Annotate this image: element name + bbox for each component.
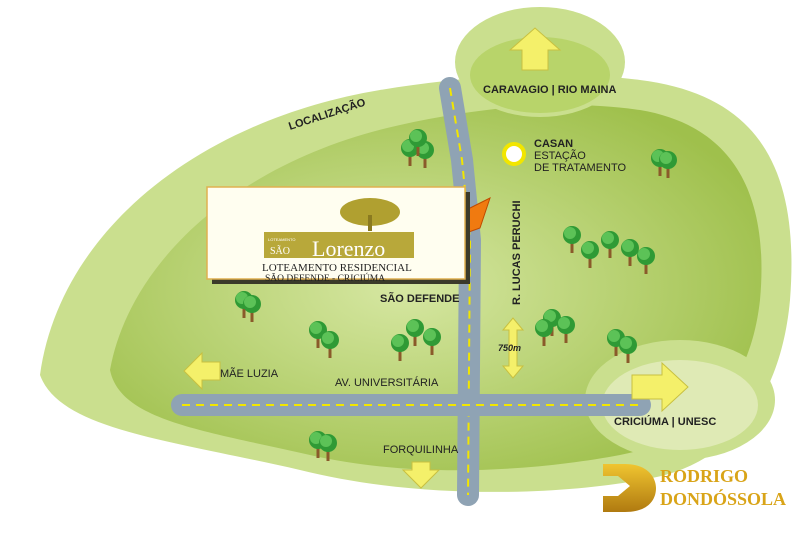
label-west: MÃE LUZIA bbox=[220, 367, 279, 380]
label-distance: 750m bbox=[498, 343, 521, 353]
casan-marker-icon bbox=[502, 142, 526, 166]
development-sign: LOTEAMENTO SÃO Lorenzo LOTEAMENTO RESIDE… bbox=[206, 186, 470, 284]
logo-line2: DONDÓSSOLA bbox=[660, 488, 786, 509]
sign-brand-name: Lorenzo bbox=[312, 236, 385, 261]
label-casan-line1: ESTAÇÃO bbox=[534, 149, 586, 162]
label-north: CARAVAGIO | RIO MAINA bbox=[483, 84, 617, 96]
sign-brand-sao: SÃO bbox=[270, 245, 290, 257]
label-casan: CASAN bbox=[534, 138, 573, 150]
arrow-north-icon bbox=[508, 27, 562, 71]
arrow-east-icon bbox=[631, 361, 689, 413]
sign-tree-icon bbox=[340, 198, 400, 226]
sign-line1: LOTEAMENTO RESIDENCIAL bbox=[262, 262, 412, 274]
sign-brand-small: LOTEAMENTO bbox=[268, 237, 296, 242]
brand-logo: RODRIGO DONDÓSSOLA bbox=[603, 464, 786, 512]
distance-arrow-icon bbox=[501, 317, 525, 379]
label-neighborhood: SÃO DEFENDE bbox=[380, 292, 459, 305]
arrow-west-icon bbox=[183, 351, 221, 391]
label-casan-line2: DE TRATAMENTO bbox=[534, 162, 627, 174]
label-avenue: AV. UNIVERSITÁRIA bbox=[335, 376, 439, 389]
label-street: R. LUCAS PERUCHI bbox=[511, 200, 523, 305]
sign-line2: SÃO DEFENDE - CRICIÚMA bbox=[265, 272, 385, 284]
logo-line1: RODRIGO bbox=[660, 466, 748, 486]
label-south: FORQUILINHA bbox=[383, 444, 459, 456]
label-east: CRICIÚMA | UNESC bbox=[614, 415, 716, 428]
arrow-south-icon bbox=[401, 461, 441, 489]
logo-mark-icon bbox=[603, 464, 656, 512]
